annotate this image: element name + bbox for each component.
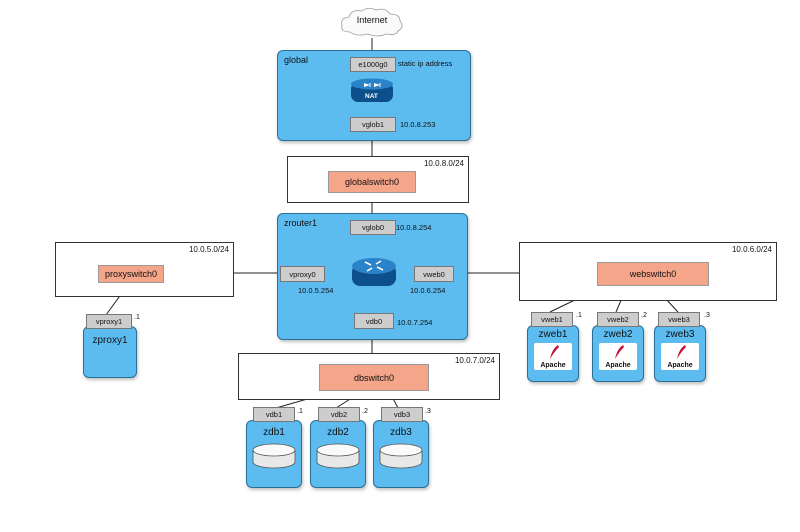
apache-logo-text: Apache	[667, 362, 693, 369]
zweb3-title: zweb3	[665, 329, 695, 340]
globalswitch-subnet: 10.0.8.0/24	[423, 159, 464, 168]
vdb2-suffix: .2	[362, 408, 368, 415]
nic-vglob0[interactable]: vglob0	[350, 220, 396, 235]
globalswitch0[interactable]: globalswitch0	[328, 171, 416, 193]
nic-vweb1[interactable]: vweb1	[531, 312, 573, 327]
vdb1-suffix: .1	[297, 408, 303, 415]
nat-label: NAT	[365, 93, 378, 100]
nic-vweb3[interactable]: vweb3	[658, 312, 700, 327]
vglob0-ip: 10.0.8.254	[396, 223, 432, 232]
internet-cloud-icon	[341, 7, 403, 37]
apache-logo-text: Apache	[605, 362, 631, 369]
dbswitch-subnet: 10.0.7.0/24	[454, 356, 495, 365]
vproxy0-ip: 10.0.5.254	[298, 286, 334, 295]
disk-icon	[316, 443, 360, 469]
zdb2-host[interactable]: zdb2	[310, 420, 366, 488]
nic-vdb0[interactable]: vdb0	[354, 313, 394, 329]
zdb2-title: zdb2	[327, 427, 349, 438]
zdb1-host[interactable]: zdb1	[246, 420, 302, 488]
zdb3-host[interactable]: zdb3	[373, 420, 429, 488]
zweb2-title: zweb2	[603, 329, 633, 340]
apache-logo-icon: Apache	[661, 343, 699, 370]
globalswitch-box: 10.0.8.0/24	[287, 156, 469, 203]
apache-logo-icon: Apache	[599, 343, 637, 370]
zweb2-host[interactable]: zweb2 Apache	[592, 325, 644, 382]
nic-e1000g0[interactable]: e1000g0	[350, 57, 396, 72]
webswitch0[interactable]: webswitch0	[597, 262, 709, 286]
vproxy1-suffix: .1	[134, 314, 140, 321]
nic-vdb1[interactable]: vdb1	[253, 407, 295, 422]
proxyswitch-subnet: 10.0.5.0/24	[188, 245, 229, 254]
disk-icon	[252, 443, 296, 469]
zproxy1-title: zproxy1	[92, 335, 128, 346]
disk-icon	[379, 443, 423, 469]
nat-router-icon	[351, 78, 393, 102]
vweb3-suffix: .3	[704, 312, 710, 319]
vweb1-suffix: .1	[576, 312, 582, 319]
vdb3-suffix: .3	[425, 408, 431, 415]
zrouter-zone-title: zrouter1	[284, 218, 318, 228]
nic-vproxy1[interactable]: vproxy1	[86, 314, 132, 329]
vglob1-ip: 10.0.8.253	[400, 120, 436, 129]
zdb1-title: zdb1	[263, 427, 285, 438]
apache-logo-icon: Apache	[534, 343, 572, 370]
zweb3-host[interactable]: zweb3 Apache	[654, 325, 706, 382]
nic-vglob1[interactable]: vglob1	[350, 117, 396, 132]
zweb1-title: zweb1	[538, 329, 568, 340]
proxyswitch0[interactable]: proxyswitch0	[98, 265, 164, 283]
internet-label: Internet	[356, 15, 388, 25]
apache-logo-text: Apache	[540, 362, 566, 369]
nic-vweb2[interactable]: vweb2	[597, 312, 639, 327]
zdb3-title: zdb3	[390, 427, 412, 438]
nic-vweb0[interactable]: vweb0	[414, 266, 454, 282]
vweb2-suffix: .2	[641, 312, 647, 319]
nic-vdb2[interactable]: vdb2	[318, 407, 360, 422]
nic-vproxy0[interactable]: vproxy0	[280, 266, 325, 282]
vweb0-ip: 10.0.6.254	[410, 286, 446, 295]
nic-vdb3[interactable]: vdb3	[381, 407, 423, 422]
zweb1-host[interactable]: zweb1 Apache	[527, 325, 579, 382]
static-ip-note: static ip address	[398, 59, 453, 68]
zproxy1-host[interactable]: zproxy1	[83, 326, 137, 378]
global-zone-title: global	[284, 55, 309, 65]
router-icon	[352, 258, 396, 286]
dbswitch0[interactable]: dbswitch0	[319, 364, 429, 391]
vdb0-ip: 10.0.7.254	[397, 318, 433, 327]
webswitch-subnet: 10.0.6.0/24	[731, 245, 772, 254]
